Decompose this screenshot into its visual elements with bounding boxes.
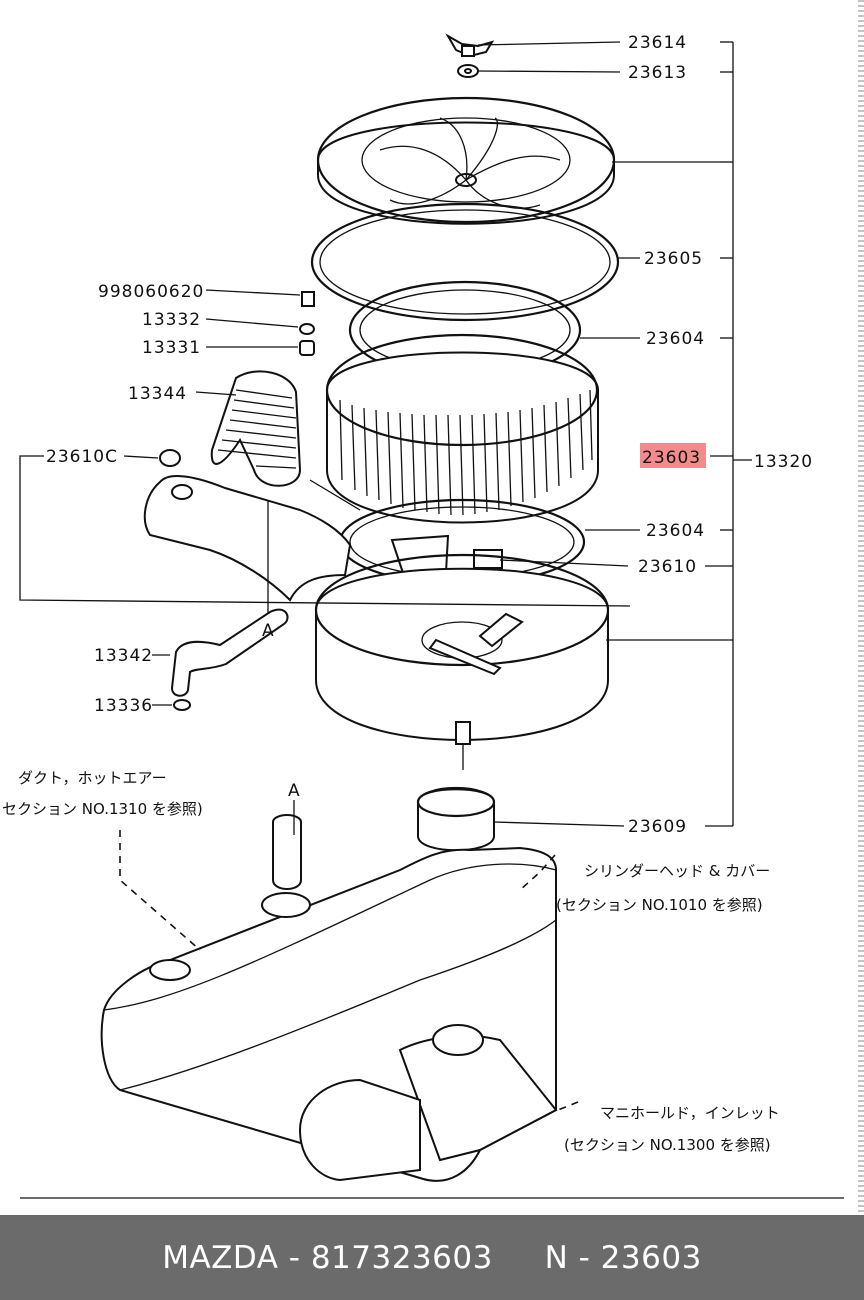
label-13331: 13331 [142, 338, 201, 358]
filter-element-23603 [325, 333, 599, 524]
label-23614: 23614 [628, 33, 687, 53]
washer-13332 [299, 323, 315, 335]
exploded-view-drawing: 23614 23613 23605 998060620 13332 13331 … [2, 33, 844, 1199]
label-23605: 23605 [644, 249, 703, 269]
note-cylinder-line1: シリンダーヘッド & カバー [584, 862, 770, 880]
reference-leaders [119, 800, 579, 1111]
washer-23613 [457, 64, 479, 78]
note-cylinder-line2: (セクション NO.1010 を参照) [556, 896, 763, 914]
label-13342: 13342 [94, 646, 153, 666]
label-23609: 23609 [628, 817, 687, 837]
air-cleaner-base [314, 553, 610, 770]
label-13336: 13336 [94, 696, 153, 716]
engine-assembly [100, 814, 558, 1182]
label-23604-bottom: 23604 [646, 521, 705, 541]
intake-snorkel [143, 475, 352, 602]
label-13332: 13332 [142, 310, 201, 330]
marker-a-upper: A [262, 621, 275, 641]
grommet-13331 [299, 340, 315, 356]
note-duct-line2: セクション NO.1310 を参照) [2, 800, 203, 818]
clip-23610C [159, 449, 181, 467]
label-23610: 23610 [638, 557, 697, 577]
grouping-bracket [705, 41, 752, 827]
scan-edge [858, 0, 864, 1215]
label-23604-top: 23604 [646, 329, 705, 349]
note-manifold-line2: (セクション NO.1300 を参照) [564, 1136, 771, 1154]
wing-nut-23614 [445, 33, 495, 58]
label-13320: 13320 [754, 452, 813, 472]
label-23603-highlighted: 23603 [642, 448, 701, 468]
hose-13342 [170, 608, 289, 697]
label-23610C: 23610C [46, 447, 118, 467]
clamp-13336 [173, 699, 191, 711]
hose-13344 [210, 370, 302, 487]
note-manifold-line1: マニホールド，インレット [600, 1104, 780, 1122]
footer-bar: MAZDA - 817323603 N - 23603 [0, 1215, 864, 1300]
label-13344: 13344 [128, 384, 187, 404]
air-cleaner-cover [316, 96, 616, 225]
ring-23609 [416, 786, 496, 852]
note-duct-line1: ダクト，ホットエアー [18, 769, 167, 787]
bolt-998060620 [301, 291, 315, 307]
highlight-box [640, 443, 706, 468]
label-23613: 23613 [628, 63, 687, 83]
label-998060620: 998060620 [98, 282, 204, 302]
marker-a-lower: A [288, 781, 301, 801]
gasket-23605 [310, 202, 620, 322]
footer-part-number: MAZDA - 817323603 N - 23603 [162, 1239, 702, 1276]
parts-diagram: 23614 23613 23605 998060620 13332 13331 … [2, 33, 844, 1199]
